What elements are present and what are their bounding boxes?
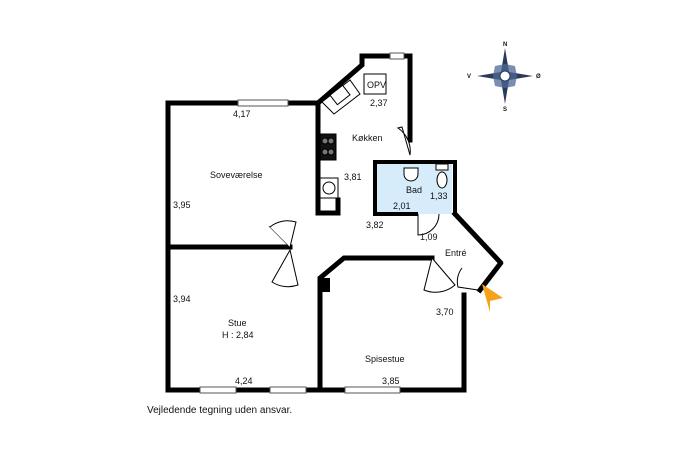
dim-spise-width: 3,85: [382, 376, 400, 386]
dim-stue-depth: 3,94: [173, 294, 191, 304]
toilet-icon: [436, 171, 448, 189]
window: [269, 386, 307, 394]
window: [199, 386, 237, 394]
dim-opv-width: 2,37: [370, 98, 388, 108]
disclaimer-text: Vejledende tegning uden ansvar.: [147, 405, 293, 416]
bath-door: [417, 213, 440, 236]
toilet-tank-icon: [435, 163, 449, 171]
window: [389, 52, 405, 60]
dim-bad-width: 2,01: [393, 201, 411, 211]
dim-hall-width: 3,82: [366, 220, 384, 230]
dim-sov-width: 4,17: [233, 109, 251, 119]
sink-icon: [329, 84, 351, 106]
doors: [268, 126, 479, 293]
kitchen-door: [396, 126, 411, 156]
compass-s: S: [503, 107, 507, 113]
room-label-entre: Entré: [445, 248, 467, 258]
compass-n: N: [503, 42, 507, 48]
bedroom-door-2: [269, 220, 297, 248]
column: [318, 278, 330, 292]
dim-entre-width: 1,09: [420, 232, 438, 242]
room-label-stue: Stue: [228, 318, 247, 328]
walls: [165, 53, 504, 393]
compass-v: V: [467, 74, 471, 80]
dim-stue-width: 4,24: [235, 376, 253, 386]
compass-rose-icon: N S V Ø: [467, 42, 541, 113]
opv-box: [363, 73, 387, 95]
room-label-spisestue: Spisestue: [365, 354, 405, 364]
dim-bad-depth: 1,33: [430, 191, 448, 201]
basin-icon: [403, 167, 419, 182]
window: [237, 99, 289, 107]
room-label-bad: Bad: [406, 185, 422, 195]
dim-sov-depth: 3,95: [173, 200, 191, 210]
room-label-opv: OPV: [367, 80, 386, 90]
kitchen-counter: [319, 73, 387, 199]
room-label-sovevaerelse: Soveværelse: [210, 170, 263, 180]
dining-door: [423, 256, 456, 293]
dim-spise-depth: 3,70: [436, 307, 454, 317]
room-height-stue: H : 2,84: [222, 330, 254, 340]
entrance-arrow-icon: [482, 284, 503, 312]
compass-o: Ø: [536, 74, 541, 80]
bath-fixtures: [403, 163, 449, 189]
window: [344, 386, 401, 394]
windows: [199, 52, 405, 394]
stove-icon: [319, 133, 337, 161]
front-door: [456, 267, 479, 291]
dim-koekken-depth: 3,81: [344, 172, 362, 182]
room-label-koekken: Køkken: [352, 133, 383, 143]
living-door: [271, 248, 299, 288]
